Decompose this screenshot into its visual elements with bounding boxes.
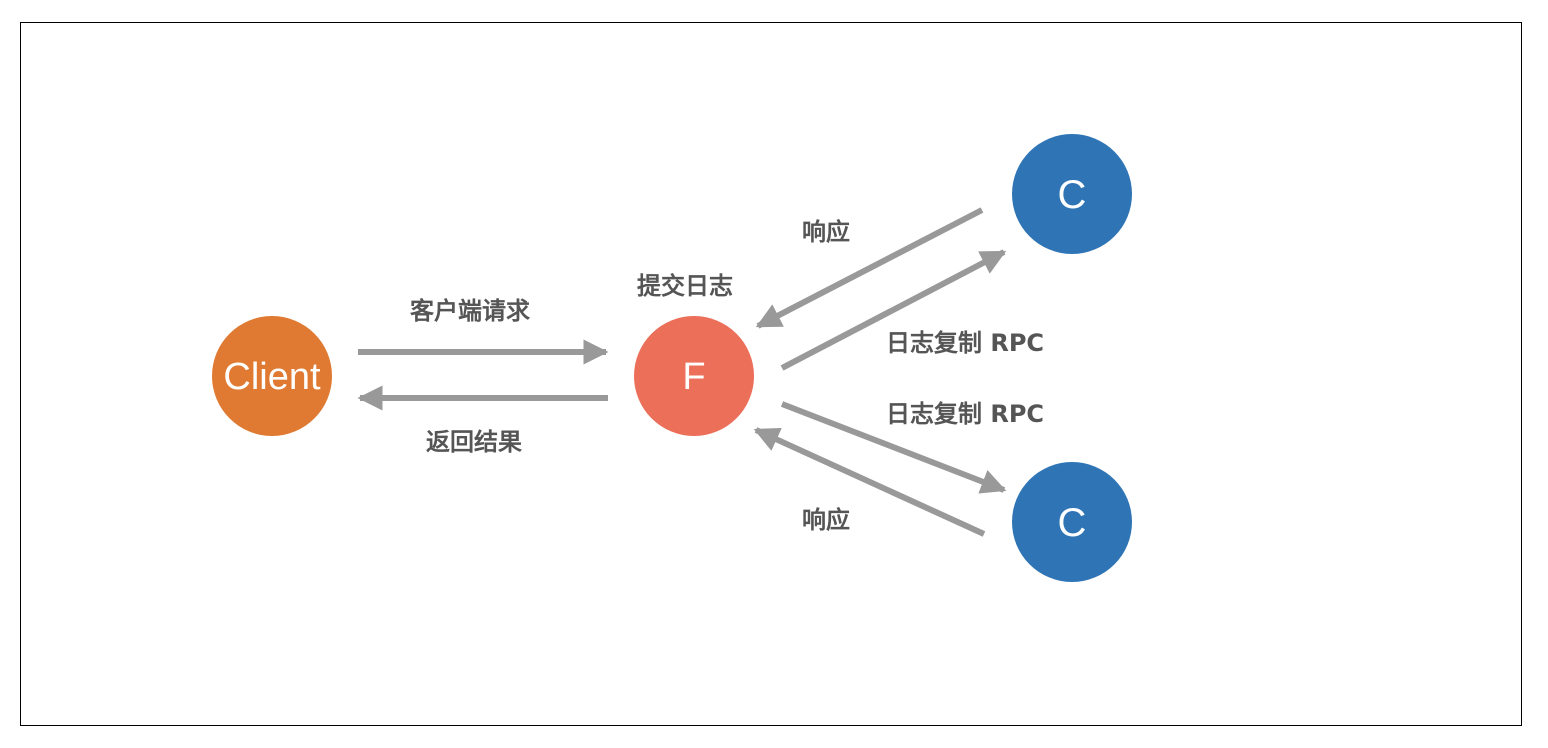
- client-label: Client: [223, 356, 321, 398]
- label-response-bottom: 响应: [802, 506, 850, 534]
- peer-bottom-label: C: [1058, 501, 1087, 545]
- peer-top-circle: [1012, 134, 1132, 254]
- node-leader: F: [634, 316, 754, 436]
- arrow-response-top: [755, 207, 984, 329]
- leader-label: F: [682, 356, 705, 398]
- label-commit-log: 提交日志: [637, 272, 733, 300]
- label-client-request: 客户端请求: [410, 297, 530, 325]
- node-peer-top: C: [1012, 134, 1132, 254]
- node-client: Client: [212, 316, 332, 436]
- peer-top-label: C: [1058, 173, 1087, 217]
- diagram-frame: [20, 22, 1522, 726]
- client-circle: [212, 316, 332, 436]
- arrow-replicate-top: [780, 249, 1007, 371]
- node-peer-bottom: C: [1012, 462, 1132, 582]
- arrow-response-bottom: [753, 427, 986, 537]
- arrow-replicate-bottom: [780, 401, 1007, 494]
- label-return-result: 返回结果: [426, 428, 522, 456]
- label-replicate-top: 日志复制 RPC: [886, 329, 1044, 357]
- label-response-top: 响应: [802, 218, 850, 246]
- leader-circle: [634, 316, 754, 436]
- label-replicate-bottom: 日志复制 RPC: [886, 400, 1044, 428]
- peer-bottom-circle: [1012, 462, 1132, 582]
